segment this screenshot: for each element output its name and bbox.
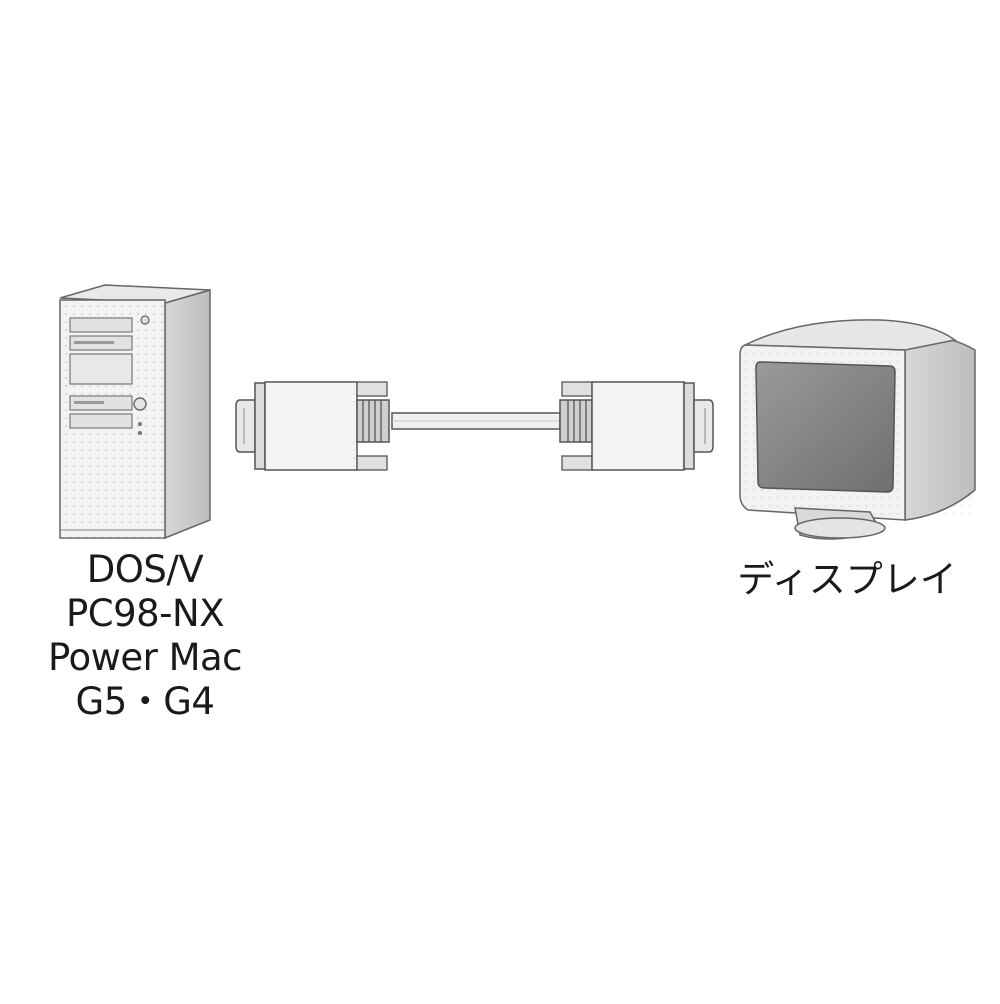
pc-label-group: DOS/V PC98-NX Power Mac G5・G4 — [20, 548, 270, 724]
tower-pc-icon — [59, 284, 211, 540]
pc-label-pc98: PC98-NX — [65, 592, 225, 635]
pc-label-g5g4: G5・G4 — [75, 680, 215, 723]
pc-label-powermac: Power Mac — [47, 636, 243, 679]
right-connector — [559, 381, 714, 471]
pc-label-dosv: DOS/V — [86, 548, 204, 591]
display-label: ディスプレイ — [737, 558, 957, 601]
vga-cable-icon — [235, 381, 714, 471]
left-connector — [235, 381, 390, 471]
crt-monitor-icon — [739, 319, 976, 540]
